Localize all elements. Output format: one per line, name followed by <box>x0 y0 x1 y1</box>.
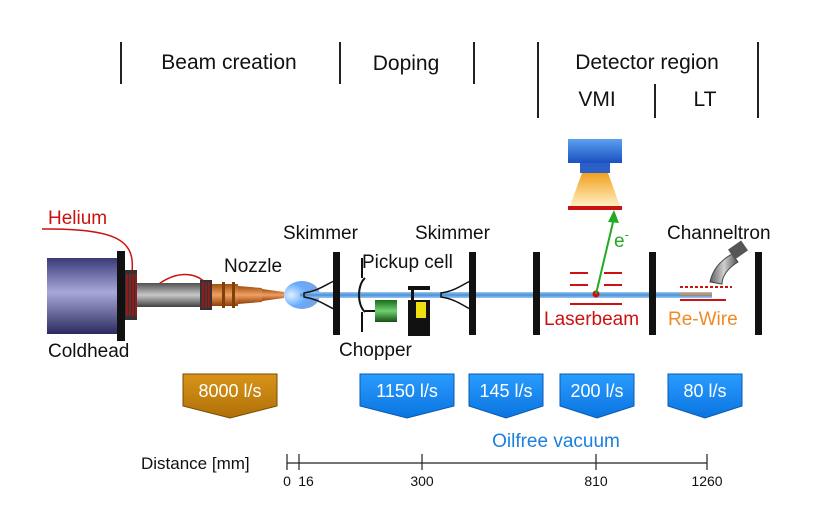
skimmer-2-wall <box>469 252 476 335</box>
nozzle-coil <box>202 282 210 308</box>
re-wire-label: Re-Wire <box>668 309 738 330</box>
laserbeam-label: Laserbeam <box>544 309 639 330</box>
pump-5-shape <box>667 373 743 419</box>
end-wall <box>755 252 762 335</box>
vmi-detector <box>568 139 622 305</box>
distance-axis: Distance [mm] 0 16 300 810 1260 <box>141 454 723 489</box>
coldhead-label: Coldhead <box>48 341 129 362</box>
pump-2-label: 1150 l/s <box>376 381 438 401</box>
electron-label: e- <box>614 227 629 252</box>
pump-5: 80 l/s <box>667 373 743 419</box>
skimmer-1-wall <box>333 252 340 335</box>
region-doping: Doping <box>373 52 440 75</box>
region-vmi: VMI <box>578 88 615 111</box>
coldhead-flange <box>117 251 125 341</box>
pickup-cell-label: Pickup cell <box>362 252 453 273</box>
pump-3: 145 l/s <box>468 373 544 419</box>
nozzle-label: Nozzle <box>224 256 282 277</box>
nozzle-taper <box>238 286 262 304</box>
nozzle <box>212 282 284 308</box>
pump-5-label: 80 l/s <box>683 381 726 401</box>
pump-1-label: 8000 l/s <box>198 381 261 401</box>
skimmer-1-cone <box>303 279 337 311</box>
skimmer-1 <box>303 252 340 335</box>
channeltron-horn <box>709 253 739 285</box>
aperture-vmi <box>533 252 540 335</box>
particle-beam <box>300 292 712 298</box>
pickup-cell-sample <box>416 302 426 318</box>
pump-4-shape <box>559 373 635 419</box>
skimmer-2-label: Skimmer <box>415 223 491 244</box>
coldhead-body <box>47 258 119 334</box>
distance-axis-label: Distance [mm] <box>141 454 250 473</box>
pump-2-shape <box>359 373 455 419</box>
distance-tick-label: 0 <box>283 473 291 489</box>
coldhead <box>47 251 212 341</box>
region-beam-creation: Beam creation <box>161 51 296 74</box>
pump-3-shape <box>468 373 544 419</box>
nozzle-tip <box>262 289 284 301</box>
pump-1: 8000 l/s <box>182 373 278 419</box>
pickup-cell-top <box>408 286 430 290</box>
chopper-blade <box>358 277 366 313</box>
region-header: Beam creation Doping Detector region VMI… <box>120 42 759 118</box>
pump-1-shape <box>182 373 278 419</box>
vmi-camera-neck <box>580 163 610 173</box>
pump-4: 200 l/s <box>559 373 635 419</box>
vmi-camera <box>568 139 622 163</box>
electron-trajectory <box>595 217 615 295</box>
pump-3-label: 145 l/s <box>479 381 532 401</box>
chopper-motor <box>375 300 397 322</box>
pickup-cell-side <box>411 288 414 302</box>
helium-label: Helium <box>48 208 107 229</box>
pump-2: 1150 l/s <box>359 373 455 419</box>
distance-tick-label: 16 <box>298 473 314 489</box>
nozzle-ring <box>222 282 225 308</box>
channeltron-label: Channeltron <box>667 223 771 244</box>
chopper-label: Chopper <box>339 340 413 361</box>
nozzle-ring <box>232 282 235 308</box>
distance-tick-label: 810 <box>584 473 608 489</box>
oilfree-vacuum-label: Oilfree vacuum <box>492 431 620 452</box>
vmi-phosphor <box>570 173 620 206</box>
aperture-lt <box>649 252 656 335</box>
skimmer-2-cone <box>440 279 473 311</box>
electron-arrowhead <box>608 210 619 223</box>
cold-finger <box>137 283 205 307</box>
coldhead-collar <box>125 270 137 320</box>
vmi-mcp <box>568 206 622 210</box>
pump-stations: 8000 l/s 1150 l/s 145 l/s 200 l/s 80 l/s <box>182 373 743 419</box>
skimmer-1-label: Skimmer <box>283 223 359 244</box>
channeltron-end <box>728 240 748 260</box>
region-lt: LT <box>694 88 717 111</box>
channeltron <box>680 240 748 301</box>
region-detector: Detector region <box>575 51 719 74</box>
skimmer-2 <box>440 252 476 335</box>
distance-tick-label: 1260 <box>691 473 722 489</box>
distance-tick-label: 300 <box>410 473 434 489</box>
heater-coil <box>126 274 137 316</box>
pump-4-label: 200 l/s <box>570 381 623 401</box>
pickup-cell <box>408 286 430 336</box>
